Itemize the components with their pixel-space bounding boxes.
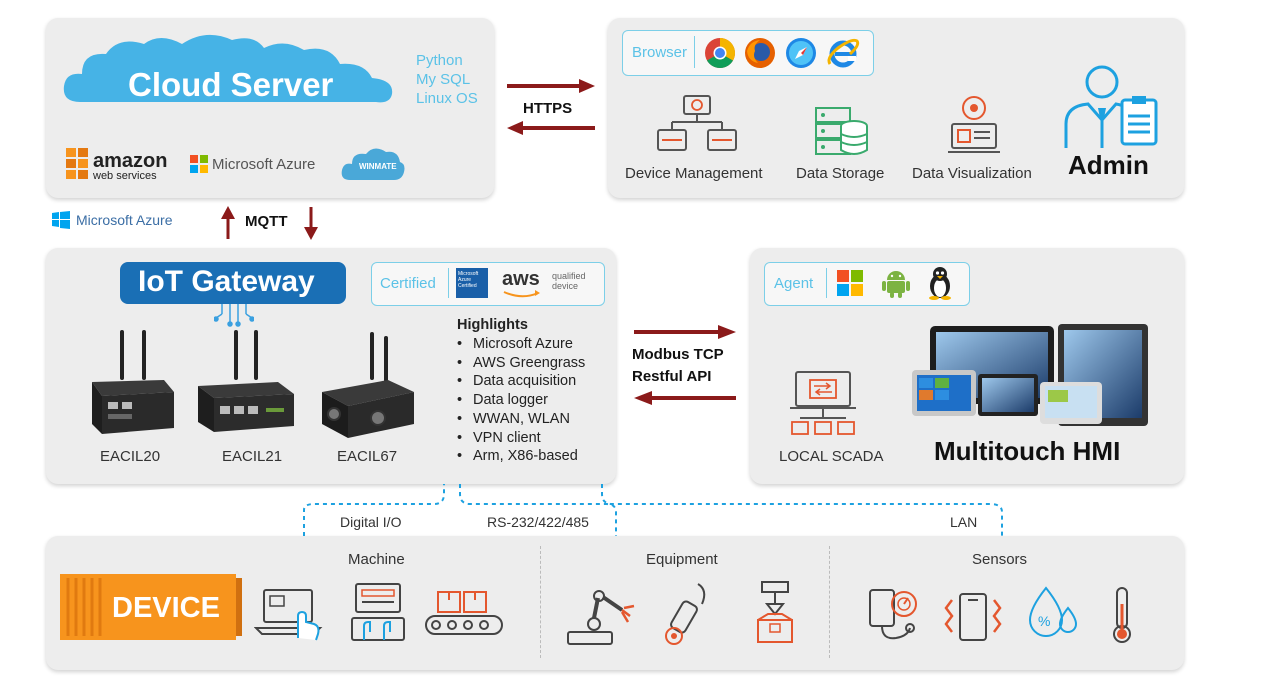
aws-cubes-icon (66, 148, 88, 179)
stack-linux: Linux OS (416, 90, 478, 107)
circuit-icon (214, 304, 254, 327)
sensors-section-label: Sensors (972, 551, 1028, 568)
iot-gateway-title-box (120, 262, 346, 304)
data-visualization-label: Data Visualization (912, 165, 1032, 182)
winmate-logo-text: WINMATE (359, 162, 397, 171)
highlights-list: Microsoft Azure AWS Greengrass Data acqu… (457, 335, 585, 466)
aws-logo-text: aws (502, 268, 540, 290)
restful-label: Restful API (632, 368, 712, 385)
blood-pressure-icon (869, 589, 917, 640)
aws-qualified-text: qualified device (552, 271, 586, 291)
amazon-logo-text: amazon (93, 150, 168, 172)
android-icon[interactable] (882, 268, 910, 298)
machine-section-label: Machine (348, 551, 405, 568)
stack-mysql: My SQL (416, 71, 471, 88)
safari-icon[interactable] (785, 37, 817, 69)
https-arrows (507, 79, 595, 135)
https-label: HTTPS (523, 100, 573, 117)
winmate-cloud-icon (341, 148, 405, 180)
modbus-arrows (634, 325, 736, 405)
browser-label: Browser (632, 44, 688, 61)
highlight-item: Data logger (457, 391, 585, 410)
rs232-label: RS-232/422/485 (487, 514, 589, 530)
chrome-icon[interactable] (704, 37, 736, 69)
conveyor-belt-icon (425, 591, 503, 635)
multitouch-hmi-image (912, 324, 1148, 426)
azure-certified-badge (456, 268, 488, 298)
local-scada-icon (790, 371, 856, 435)
vibration-sensor-icon (944, 593, 1002, 641)
webservices-text: web services (93, 170, 157, 182)
crane-box-icon (757, 581, 793, 643)
windows-os-icon[interactable] (836, 269, 864, 297)
highlight-item: VPN client (457, 429, 585, 448)
lan-label: LAN (950, 514, 978, 530)
aws-smile-icon (503, 290, 540, 298)
highlight-item: Microsoft Azure (457, 335, 585, 354)
iot-gateway-title: IoT Gateway (138, 265, 315, 298)
eacil20-label: EACIL20 (100, 448, 161, 465)
modbus-label: Modbus TCP (632, 346, 724, 363)
certified-divider (448, 268, 449, 298)
eacil67-label: EACIL67 (337, 448, 398, 465)
azure-certified-badge-text: Microsoft Azure Certified (458, 271, 479, 289)
thermometer-icon (1113, 587, 1131, 643)
certified-pill (371, 262, 605, 306)
highlight-item: WWAN, WLAN (457, 410, 585, 429)
admin-title: Admin (1068, 150, 1149, 180)
eacil21-device-image (198, 330, 294, 432)
interface-connectors (303, 484, 1003, 536)
admin-person-icon (1064, 65, 1158, 148)
eacil21-label: EACIL21 (222, 448, 283, 465)
equipment-section-label: Equipment (646, 551, 718, 568)
cloud-server-title: Cloud Server (128, 66, 334, 103)
mqtt-arrows (221, 206, 318, 240)
local-scada-label: LOCAL SCADA (779, 448, 884, 465)
certified-label: Certified (380, 275, 436, 292)
svg-text:%: % (1038, 613, 1050, 629)
highlight-item: Data acquisition (457, 372, 585, 391)
robot-arm-icon (567, 590, 635, 645)
azure-tag-text: Microsoft Azure (76, 212, 173, 228)
data-storage-icon (815, 107, 868, 155)
highlights-title: Highlights (457, 317, 528, 333)
laptop-touch-icon (254, 589, 323, 641)
section-divider-2 (829, 546, 830, 658)
highlight-item: Arm, X86-based (457, 447, 585, 466)
data-visualization-icon (948, 96, 1000, 153)
cloud-icon (63, 34, 393, 103)
linux-tux-icon[interactable] (926, 266, 954, 300)
device-management-label: Device Management (625, 165, 763, 182)
section-divider-1 (540, 546, 541, 658)
eacil67-device-image (322, 332, 414, 438)
eacil20-device-image (92, 330, 174, 434)
azure-provider-text: Microsoft Azure (212, 156, 316, 173)
windows-logo-icon (52, 211, 70, 229)
machine-control-icon (351, 583, 405, 641)
ie-icon[interactable] (826, 36, 860, 70)
browser-divider (694, 36, 695, 68)
multitouch-hmi-title: Multitouch HMI (934, 436, 1121, 466)
handheld-scanner-icon (665, 583, 706, 645)
humidity-sensor-icon: % (1028, 586, 1078, 637)
device-label: DEVICE (112, 592, 220, 624)
device-container-icon (60, 574, 242, 640)
mqtt-label: MQTT (245, 213, 288, 230)
data-storage-label: Data Storage (796, 165, 885, 182)
device-management-icon (657, 95, 737, 151)
digital-io-label: Digital I/O (340, 514, 402, 530)
stack-python: Python (416, 52, 463, 69)
agent-label: Agent (774, 275, 814, 292)
highlight-item: AWS Greengrass (457, 354, 585, 373)
agent-divider (826, 268, 827, 298)
firefox-icon[interactable] (744, 37, 776, 69)
microsoft-logo-icon (190, 155, 208, 173)
